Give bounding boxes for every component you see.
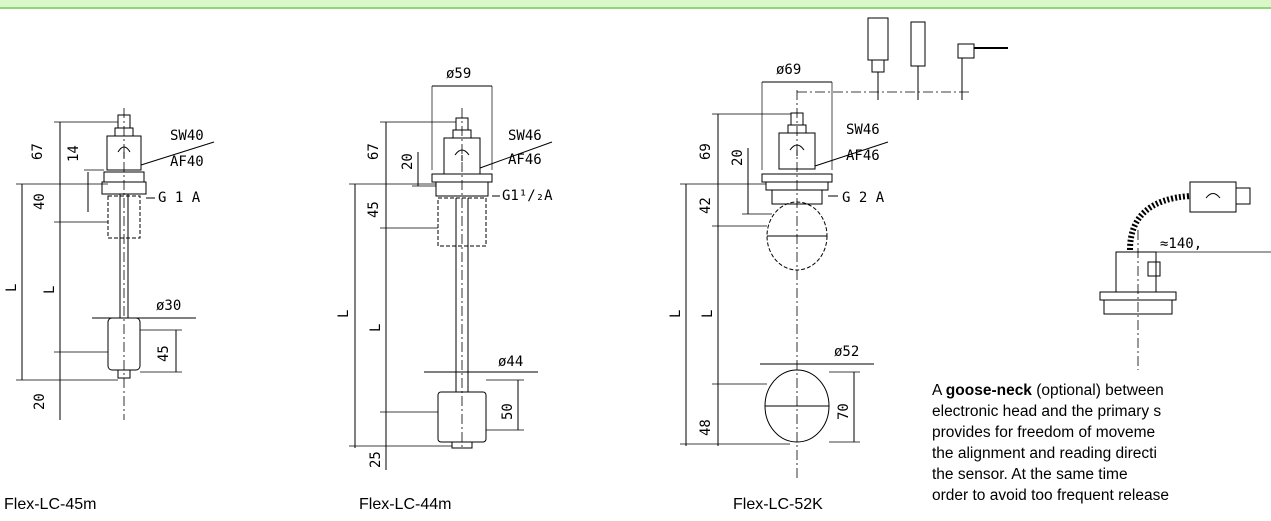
desc-line-4: the alignment and reading directi xyxy=(932,445,1157,462)
top-banner-strip xyxy=(0,0,1271,9)
dim-d2-25: 25 xyxy=(368,451,384,468)
dim-d1-20: 20 xyxy=(32,393,48,410)
dim-d3-L: L xyxy=(668,310,684,318)
drawing-flex-lc-44m xyxy=(349,85,553,470)
dim-d2-thread: G1¹/₂A xyxy=(502,188,553,204)
dim-d1-sw: SW40 xyxy=(170,128,204,144)
caption-flex-lc-45m: Flex-LC-45m xyxy=(4,496,97,513)
dim-d3-af: AF46 xyxy=(846,148,880,164)
desc-line-1: A goose-neck (optional) between xyxy=(932,380,1271,401)
desc-bold-term: goose-neck xyxy=(945,382,1032,399)
dim-d1-14: 14 xyxy=(66,145,82,162)
desc-prefix: A xyxy=(932,382,946,399)
dim-d2-20: 20 xyxy=(400,153,416,170)
dim-d3-70: 70 xyxy=(836,403,852,420)
desc-line-2: electronic head and the primary s xyxy=(932,403,1162,420)
desc-line-6: order to avoid too frequent release xyxy=(932,487,1169,504)
dim-d3-L1: L xyxy=(700,310,716,318)
dim-d1-thread: G 1 A xyxy=(158,190,201,206)
drawing-flex-lc-45m xyxy=(16,108,215,420)
goose-neck-description: A goose-neck (optional) between electron… xyxy=(932,380,1271,521)
dim-d1-L: L xyxy=(4,284,20,292)
dim-d1-dia: ø30 xyxy=(156,298,181,314)
dim-d3-thread: G 2 A xyxy=(842,190,885,206)
desc-line1-rest: (optional) between xyxy=(1031,382,1164,399)
dim-d2-50: 50 xyxy=(500,403,516,420)
dim-d3-48: 48 xyxy=(698,419,714,436)
dim-d2-L1: L xyxy=(368,324,384,332)
dim-d3-dia: ø52 xyxy=(834,344,859,360)
dim-d1-67: 67 xyxy=(30,143,46,160)
caption-flex-lc-44m: Flex-LC-44m xyxy=(359,496,452,513)
dim-d2-af: AF46 xyxy=(508,152,542,168)
desc-line-5: the sensor. At the same time xyxy=(932,466,1128,483)
dim-d3-dia-top: ø69 xyxy=(776,62,801,78)
dim-d2-dia-top: ø59 xyxy=(446,66,471,82)
dim-d3-sw: SW46 xyxy=(846,122,880,138)
dim-d3-42: 42 xyxy=(698,197,714,214)
dim-d2-67: 67 xyxy=(366,143,382,160)
dim-d1-L1: L xyxy=(42,286,58,294)
desc-line-3: provides for freedom of moveme xyxy=(932,424,1156,441)
caption-flex-lc-52k: Flex-LC-52K xyxy=(733,496,823,513)
dim-d3-69: 69 xyxy=(698,143,714,160)
dim-d4-len: ≈140, xyxy=(1160,236,1202,252)
dim-d2-sw: SW46 xyxy=(508,128,542,144)
dim-d1-40: 40 xyxy=(32,193,48,210)
dim-d2-45: 45 xyxy=(366,201,382,218)
dim-d1-af: AF40 xyxy=(170,154,204,170)
drawing-flex-lc-52k xyxy=(680,17,1008,480)
dim-d1-45: 45 xyxy=(156,345,172,362)
dim-d2-L: L xyxy=(336,310,352,318)
drawing-goose-neck xyxy=(1099,181,1271,370)
dim-d3-20: 20 xyxy=(730,149,746,166)
dim-d2-dia: ø44 xyxy=(498,354,523,370)
